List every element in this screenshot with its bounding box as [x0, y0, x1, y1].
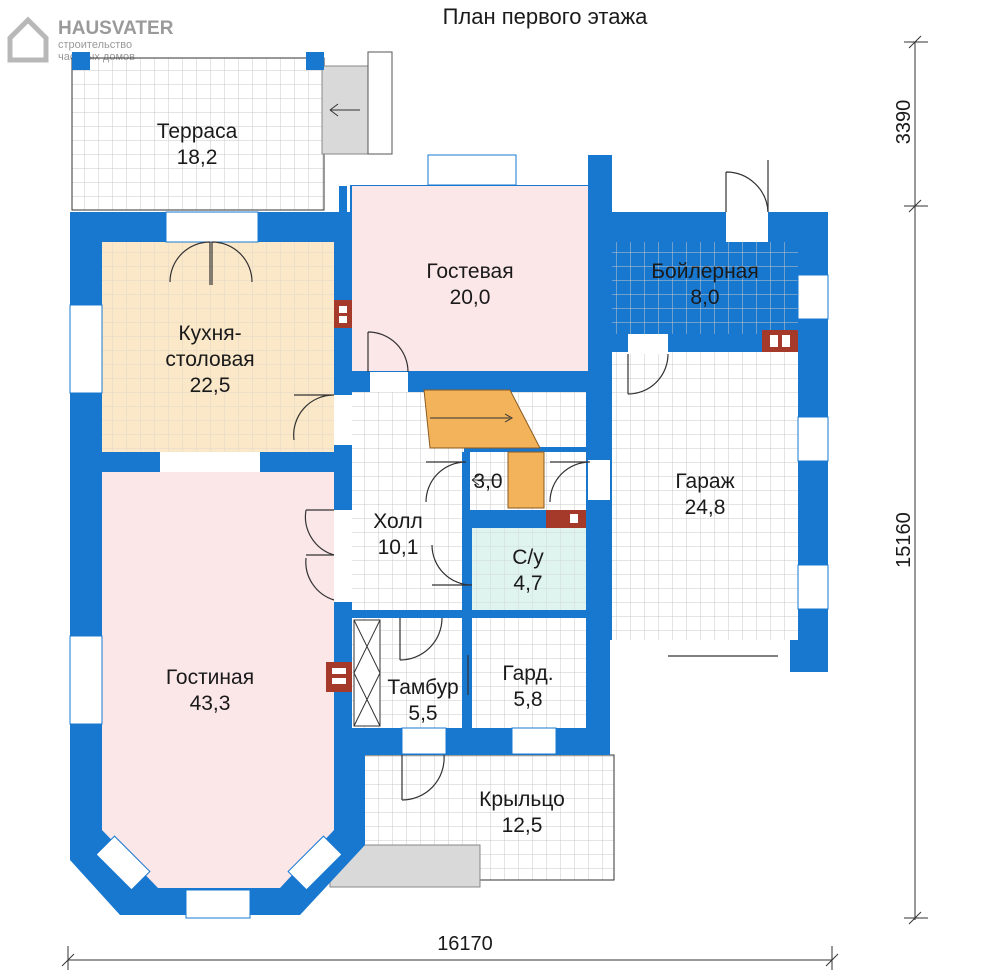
windows	[69, 154, 829, 919]
house-logo-icon	[7, 16, 49, 63]
door-openings	[160, 212, 768, 602]
boiler-area: 8,0	[690, 286, 719, 309]
porch-area: 12,5	[502, 814, 543, 837]
hall-name: Холл	[373, 510, 423, 533]
wc-name: С/у	[512, 546, 544, 569]
terrace-area: 18,2	[177, 146, 218, 169]
staircase	[423, 389, 545, 509]
stair-arrow-icon	[471, 474, 500, 486]
stair-arrow-icon	[329, 103, 360, 117]
built-in-cabinet	[353, 619, 381, 727]
plan-title: План первого этажа	[443, 4, 649, 29]
boiler-floor	[612, 242, 798, 334]
living-area: 43,3	[190, 692, 231, 715]
wardrobe-name: Гард.	[502, 662, 553, 685]
kitchen-name-line2: столовая	[165, 348, 254, 371]
garage-area: 24,8	[685, 496, 726, 519]
brand-logo: HAUSVATER строительство частных домов	[7, 16, 174, 63]
dimension-lines	[61, 35, 928, 970]
boiler-name: Бойлерная	[651, 260, 758, 283]
storage-area: 3,0	[473, 470, 502, 493]
vestibule-area: 5,5	[408, 702, 437, 725]
terrace-post	[72, 52, 90, 70]
vestibule-name: Тамбур	[387, 676, 458, 699]
brand-name: HAUSVATER	[58, 18, 174, 39]
guest-name: Гостевая	[426, 260, 513, 283]
dimension-main: 15160	[893, 512, 915, 568]
terrace-name: Терраса	[157, 120, 238, 143]
kitchen-area: 22,5	[190, 374, 231, 397]
dimension-top: 3390	[893, 100, 915, 145]
terrace-rail	[367, 51, 393, 155]
terrace-steps	[321, 65, 369, 155]
living-floor	[102, 472, 334, 888]
brand-tagline: строительство	[58, 39, 132, 51]
door-swings	[169, 160, 778, 801]
porch-name: Крыльцо	[479, 788, 565, 811]
kitchen-name-line1: Кухня-	[178, 322, 241, 345]
living-name: Гостиная	[166, 666, 254, 689]
wc-area: 4,7	[513, 572, 542, 595]
chimneys	[326, 300, 798, 692]
dimension-width: 16170	[437, 933, 493, 955]
hall-area: 10,1	[378, 536, 419, 559]
terrace-post	[306, 52, 324, 70]
wardrobe-area: 5,8	[513, 688, 542, 711]
garage-name: Гараж	[675, 470, 734, 493]
guest-area: 20,0	[450, 286, 491, 309]
